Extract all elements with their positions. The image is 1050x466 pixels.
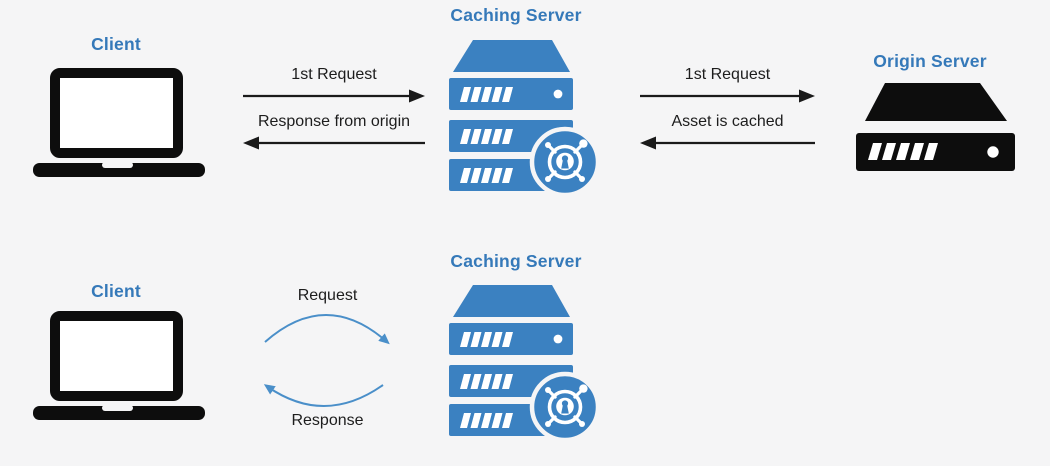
first-request-cache-to-origin-label: 1st Request (684, 66, 771, 83)
right-arrow-icon (640, 89, 815, 103)
client-label-bottom: Client (91, 281, 141, 301)
origin-server-icon (856, 83, 1015, 171)
right-arrow-icon (243, 89, 425, 103)
asset-is-cached-label: Asset is cached (671, 113, 784, 130)
response-label: Response (291, 412, 364, 429)
laptop-icon (33, 68, 205, 180)
caching-server-label-bottom: Caching Server (450, 251, 582, 271)
request-label: Request (297, 287, 358, 304)
laptop-icon (33, 311, 205, 423)
left-arrow-icon (640, 136, 815, 150)
origin-server-label: Origin Server (873, 51, 987, 71)
request-response-curved-arrows-icon (263, 314, 390, 407)
response-from-origin-label: Response from origin (257, 113, 411, 130)
left-arrow-icon (243, 136, 425, 150)
caching-server-icon-bottom (448, 285, 603, 445)
caching-server-icon-top (448, 40, 603, 200)
first-request-client-to-cache-label: 1st Request (291, 66, 377, 83)
caching-server-label-top: Caching Server (450, 5, 582, 25)
client-label-top: Client (91, 34, 141, 54)
